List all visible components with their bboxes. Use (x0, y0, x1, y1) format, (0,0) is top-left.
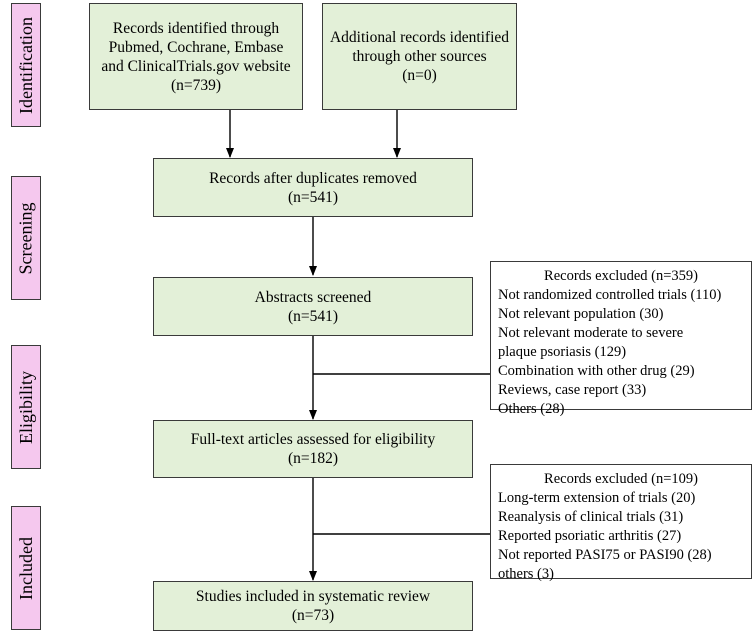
excluded-item: Others (28) (498, 401, 565, 417)
excluded-item: Not randomized controlled trials (110) (498, 287, 722, 303)
box-excluded-screening: Records excluded (n=359) Not randomized … (490, 261, 752, 417)
excluded-title: Records excluded (n=359) (544, 268, 698, 284)
box-full-text-articles: Full-text articles assessed for eligibil… (153, 420, 473, 478)
excluded-item: others (3) (498, 566, 554, 582)
excluded-item: Reported psoriatic arthritis (27) (498, 528, 682, 544)
stage-screening: Screening (11, 176, 41, 300)
box-line: Additional records identified (329, 29, 510, 46)
box-line: Records identified through (112, 19, 280, 37)
box-count: (n=541) (287, 188, 339, 206)
excluded-item: Not relevant population (30) (498, 306, 664, 322)
box-included-studies: Studies included in systematic review (n… (153, 581, 473, 631)
excluded-item: Not reported PASI75 or PASI90 (28) (498, 547, 712, 563)
stage-label-eligibility: Eligibility (15, 370, 36, 444)
excluded-item: plaque psoriasis (129) (498, 344, 627, 360)
excluded-item: Reanalysis of clinical trials (31) (498, 509, 684, 525)
box-after-duplicates: Records after duplicates removed (n=541) (153, 158, 473, 217)
box-line: Pubmed, Cochrane, Embase (108, 38, 284, 56)
stage-eligibility: Eligibility (11, 345, 41, 469)
box-excluded-eligibility: Records excluded (n=109) Long-term exten… (490, 464, 752, 582)
stage-identification: Identification (11, 3, 41, 127)
stage-label-identification: Identification (15, 16, 36, 114)
box-line: and ClinicalTrials.gov website (101, 57, 291, 75)
box-count: (n=0) (402, 67, 437, 84)
box-line: Records after duplicates removed (209, 169, 417, 187)
stage-label-included: Included (15, 536, 36, 600)
box-line: Full-text articles assessed for eligibil… (190, 431, 436, 448)
box-line: Studies included in systematic review (195, 588, 431, 605)
excluded-item: Combination with other drug (29) (498, 363, 695, 379)
box-database-records: Records identified through Pubmed, Cochr… (89, 3, 303, 110)
box-count: (n=541) (287, 307, 339, 325)
excluded-item: Reviews, case report (33) (498, 382, 647, 398)
excluded-title: Records excluded (n=109) (544, 471, 698, 487)
stage-included: Included (11, 506, 41, 630)
box-count: (n=182) (287, 450, 339, 467)
box-other-records: Additional records identified through ot… (322, 3, 517, 110)
stage-label-screening: Screening (15, 202, 36, 274)
excluded-item: Long-term extension of trials (20) (498, 490, 696, 506)
box-line: through other sources (352, 48, 487, 65)
box-abstracts-screened: Abstracts screened (n=541) (153, 277, 473, 336)
box-line: Abstracts screened (254, 288, 372, 306)
excluded-item: Not relevant moderate to severe (498, 325, 684, 341)
box-count: (n=739) (170, 76, 222, 94)
box-count: (n=73) (291, 607, 335, 624)
